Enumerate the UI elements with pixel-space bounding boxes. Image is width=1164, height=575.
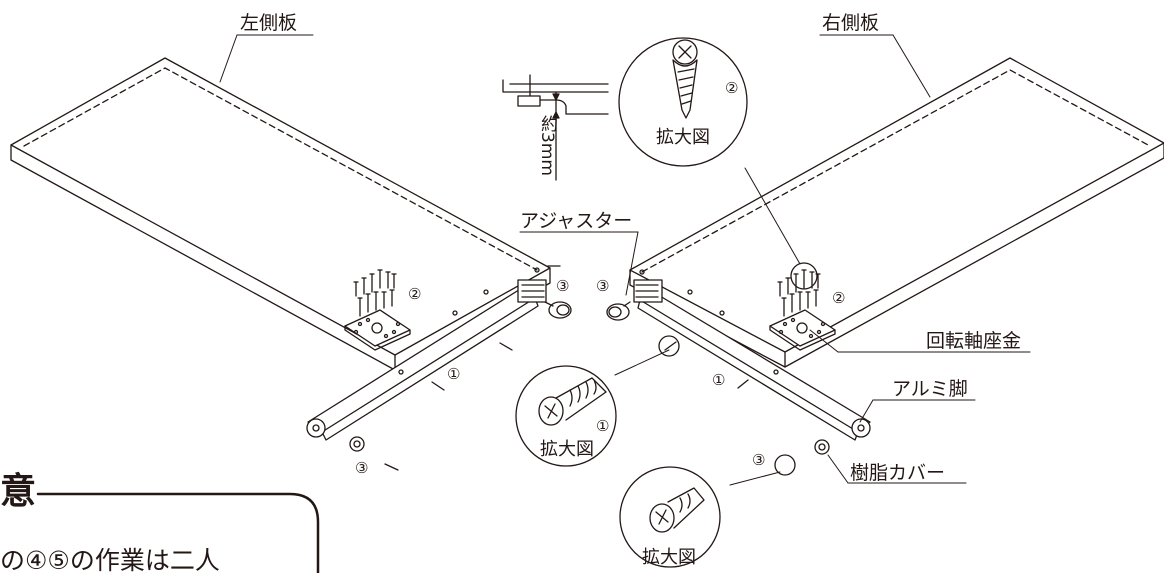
right-screw-cluster xyxy=(777,262,821,317)
right-adjuster xyxy=(606,301,631,321)
marker-2-left: ② xyxy=(408,285,422,303)
label-approx-3mm: 約3mm xyxy=(537,115,557,176)
left-screw-cluster xyxy=(353,269,397,317)
right-aluminum-leg xyxy=(633,279,871,441)
marker-3-right-adjuster: ③ xyxy=(596,277,610,295)
left-resin-cover xyxy=(349,436,399,471)
label-pivot-washer: 回転軸座金 xyxy=(926,330,1022,352)
marker-1-left: ① xyxy=(447,365,461,383)
marker-3-right-cover: ③ xyxy=(752,451,766,469)
label-right-panel: 右側板 xyxy=(822,12,880,34)
label-left-panel: 左側板 xyxy=(240,12,298,34)
caution-text: の④⑤の作業は二人 xyxy=(0,546,220,575)
marker-2-right: ② xyxy=(832,289,846,307)
left-adjuster xyxy=(544,301,572,319)
zoom-circle-screw-1 xyxy=(515,335,680,467)
zoom-circle-screw-3 xyxy=(619,466,721,568)
left-leg-screws xyxy=(431,342,513,391)
label-adjuster: アジャスター xyxy=(520,210,633,232)
marker-3-left-cover: ③ xyxy=(355,459,369,477)
label-aluminum-leg: アルミ脚 xyxy=(892,378,968,400)
marker-3-left-adjuster: ③ xyxy=(556,277,570,295)
zoom-label-screw-3: 拡大図 xyxy=(642,547,696,568)
leader-lines xyxy=(219,34,1031,486)
left-aluminum-leg xyxy=(306,279,547,441)
caution-title: 意 xyxy=(0,471,37,512)
zoom-label-screw-1: 拡大図 xyxy=(540,439,594,460)
marker-2-zoom: ② xyxy=(725,79,739,97)
adjuster-height-detail xyxy=(502,74,609,181)
marker-1-zoom: ① xyxy=(596,417,610,435)
caution-box xyxy=(36,492,320,573)
marker-1-right: ① xyxy=(712,371,726,389)
left-pivot-washer xyxy=(344,309,411,351)
right-leg-screws xyxy=(664,341,749,389)
zoom-circle-screw-2 xyxy=(618,37,748,167)
right-side-panel xyxy=(629,57,1164,368)
label-resin-cover: 樹脂カバー xyxy=(850,462,946,484)
right-resin-cover xyxy=(774,439,830,476)
zoom-label-screw-2: 拡大図 xyxy=(656,127,710,148)
